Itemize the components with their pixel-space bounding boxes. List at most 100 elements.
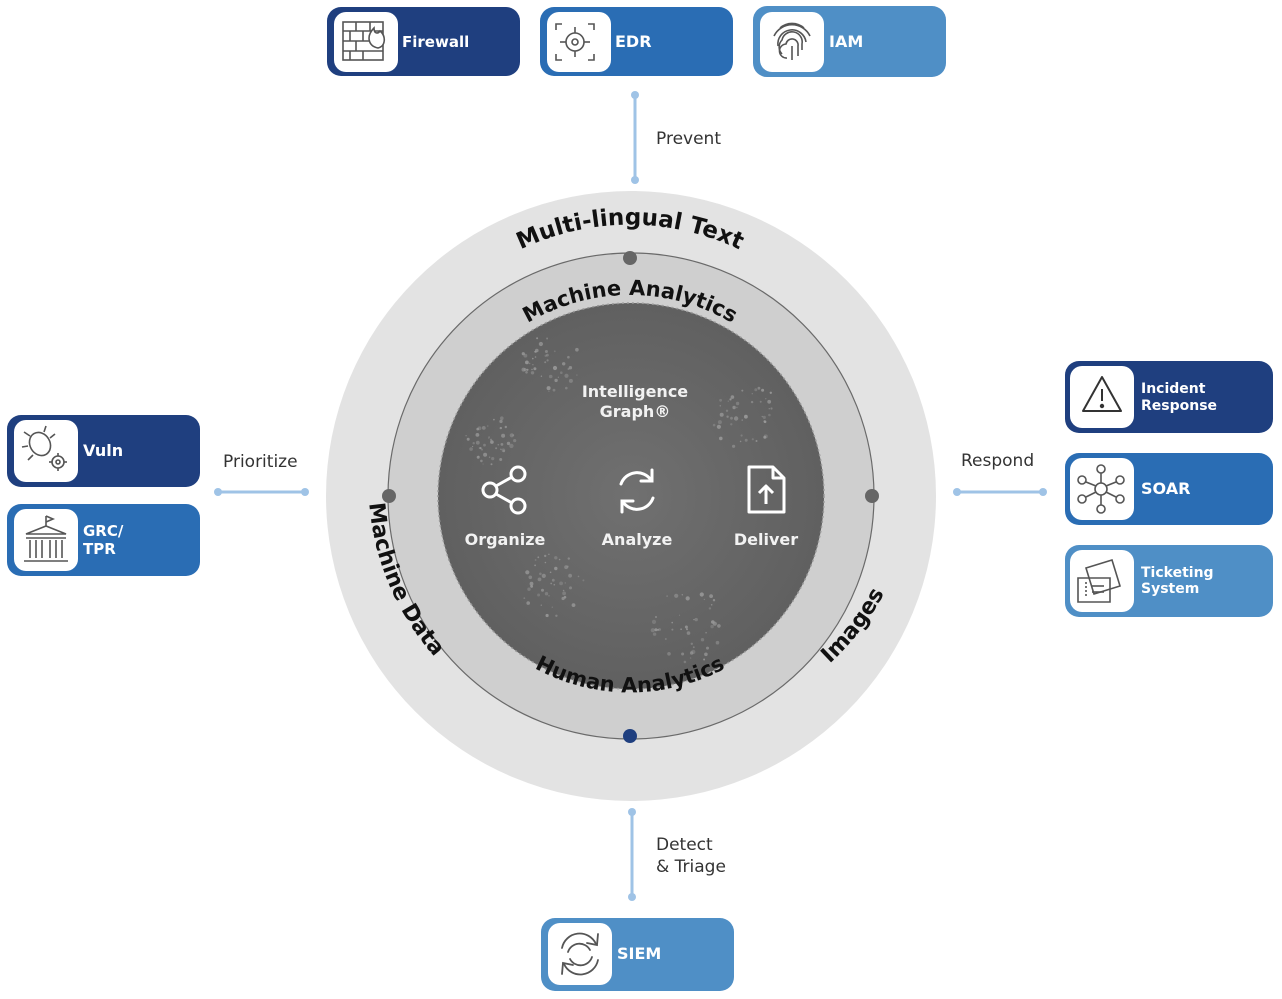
speckle-dot	[544, 554, 547, 558]
speckle-dot	[671, 628, 674, 631]
speckle-dot	[577, 575, 580, 578]
speckle-dot	[487, 425, 489, 427]
speckle-dot	[480, 459, 483, 463]
speckle-dot	[540, 375, 543, 377]
speckle-dot	[769, 391, 772, 394]
speckle-dot	[553, 583, 556, 586]
speckle-dot	[504, 425, 507, 429]
speckle-dot	[548, 553, 550, 555]
card-label-siem: SIEM	[617, 944, 661, 963]
share-icon	[481, 465, 527, 515]
speckle-dot	[681, 594, 683, 596]
speckle-dot	[664, 638, 667, 640]
card-incident-response[interactable]: Incident Response	[1065, 361, 1273, 433]
speckle-dot	[569, 586, 572, 590]
speckle-dot	[684, 625, 688, 629]
speckle-dot	[500, 416, 504, 421]
speckle-dot	[735, 401, 740, 406]
speckle-dot	[761, 388, 765, 392]
speckle-dot	[521, 352, 525, 356]
speckle-dot	[757, 386, 761, 390]
card-soar[interactable]: SOAR	[1065, 453, 1273, 525]
speckle-dot	[544, 592, 549, 596]
card-iam[interactable]: IAM	[753, 6, 946, 77]
speckle-dot	[532, 357, 534, 360]
speckle-dot	[552, 388, 556, 392]
speckle-dot	[751, 438, 754, 441]
speckle-dot	[537, 577, 542, 582]
speckle-dot	[727, 400, 729, 402]
speckle-dot	[490, 463, 493, 466]
speckle-dot	[651, 619, 657, 625]
speckle-dot	[489, 438, 493, 441]
card-siem[interactable]: SIEM	[541, 918, 734, 991]
refresh-icon	[619, 468, 655, 514]
speckle-dot	[564, 565, 568, 570]
speckle-dot	[744, 438, 748, 442]
ring-node-top	[623, 251, 637, 265]
speckle-dot	[652, 632, 657, 636]
speckle-dot	[526, 601, 530, 605]
speckle-dot	[694, 617, 698, 622]
speckle-dot	[582, 579, 585, 582]
speckle-dot	[717, 420, 722, 425]
warning-icon	[1082, 376, 1122, 412]
speckle-dot	[466, 437, 470, 441]
card-label-system: System	[1141, 581, 1199, 597]
card-ticketing-system[interactable]: Ticketing System	[1065, 545, 1273, 617]
speckle-dot	[525, 570, 530, 575]
speckle-dot	[554, 556, 558, 560]
speckle-dot	[729, 398, 732, 401]
bug-gear-icon	[21, 425, 67, 471]
speckle-dot	[526, 368, 529, 371]
speckle-dot	[499, 426, 502, 430]
core-title-line2: Graph®	[600, 402, 671, 421]
speckle-dot	[545, 613, 549, 618]
speckle-dot	[512, 434, 515, 437]
speckle-dot	[501, 433, 506, 438]
speckle-dot	[493, 418, 495, 421]
speckle-dot	[657, 628, 659, 631]
speckle-dot	[477, 426, 482, 431]
cycle-arrows-icon	[561, 932, 599, 976]
speckle-dot	[750, 400, 754, 404]
speckle-dot	[762, 415, 766, 419]
speckle-dot	[576, 374, 578, 376]
speckle-dot	[546, 353, 549, 357]
speckle-dot	[740, 434, 743, 437]
speckle-dot	[465, 435, 467, 437]
speckle-dot	[523, 597, 526, 600]
speckle-dot	[475, 440, 480, 445]
speckle-dot	[548, 374, 553, 379]
speckle-dot	[500, 443, 504, 446]
card-edr[interactable]: EDR	[540, 7, 733, 76]
speckle-dot	[481, 426, 486, 430]
speckle-dot	[754, 388, 758, 392]
speckle-dot	[717, 624, 721, 628]
card-label-response: Response	[1141, 398, 1217, 414]
speckle-dot	[562, 591, 566, 596]
speckle-dot	[483, 452, 488, 457]
speckle-dot	[528, 362, 531, 365]
card-firewall[interactable]: Firewall	[327, 7, 520, 76]
speckle-dot	[693, 619, 695, 621]
speckle-dot	[554, 366, 556, 368]
speckle-dot	[674, 593, 679, 598]
card-grc-tpr[interactable]: GRC/ TPR	[7, 504, 200, 576]
speckle-dot	[568, 366, 573, 370]
card-label-iam: IAM	[829, 32, 863, 51]
speckle-dot	[703, 598, 705, 600]
connector-top	[631, 91, 639, 184]
speckle-dot	[557, 376, 560, 378]
government-building-icon	[24, 515, 68, 562]
speckle-dot	[469, 447, 473, 451]
speckle-dot	[712, 423, 716, 427]
speckle-dot	[571, 603, 576, 607]
speckle-dot	[730, 395, 735, 399]
core-speckles	[465, 337, 773, 664]
speckle-dot	[544, 361, 547, 364]
speckle-dot	[667, 652, 671, 656]
speckle-dot	[567, 355, 570, 359]
speckle-dot	[544, 561, 547, 564]
card-vuln[interactable]: Vuln	[7, 415, 200, 487]
